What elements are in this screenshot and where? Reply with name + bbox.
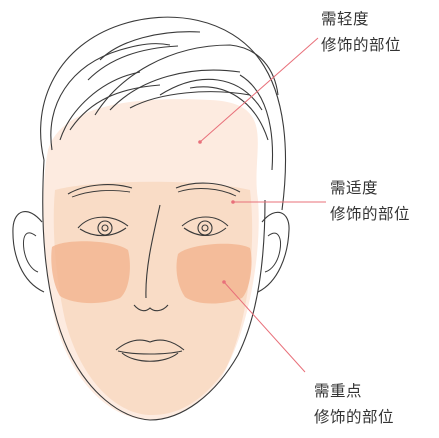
- label-heavy-retouch-area: 需重点 修饰的部位: [314, 378, 394, 430]
- label-light-retouch-area: 需轻度 修饰的部位: [321, 6, 401, 58]
- label-heavy-line2: 修饰的部位: [314, 404, 394, 430]
- label-light-line2: 修饰的部位: [321, 32, 401, 58]
- leader-dot-medium: [231, 200, 235, 204]
- leader-line-light: [200, 38, 318, 142]
- label-light-line1: 需轻度: [321, 6, 401, 32]
- right-cheek-zone: [176, 244, 251, 304]
- leader-dot-heavy: [222, 280, 226, 284]
- left-ear: [13, 212, 44, 292]
- label-heavy-line1: 需重点: [314, 378, 394, 404]
- left-ear-inner: [24, 233, 39, 272]
- label-medium-retouch-area: 需适度 修饰的部位: [330, 175, 410, 227]
- label-medium-line1: 需适度: [330, 175, 410, 201]
- label-medium-line2: 修饰的部位: [330, 201, 410, 227]
- right-ear-inner: [265, 233, 281, 272]
- left-cheek-zone: [51, 241, 130, 303]
- leader-dot-light: [198, 140, 202, 144]
